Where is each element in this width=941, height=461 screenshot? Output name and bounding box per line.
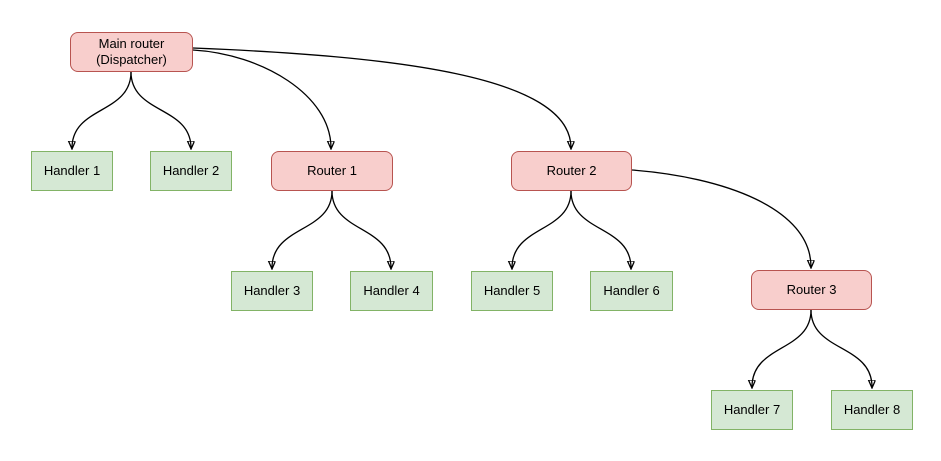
node-handler-4-label: Handler 4 bbox=[363, 283, 420, 298]
edge-main-to-handler1 bbox=[72, 71, 132, 148]
edge-router2-to-handler5 bbox=[512, 190, 572, 268]
node-router-2-label: Router 2 bbox=[546, 163, 597, 178]
edge-main-to-router1 bbox=[192, 49, 331, 148]
node-handler-4: Handler 4 bbox=[350, 271, 433, 311]
node-handler-6: Handler 6 bbox=[590, 271, 673, 311]
node-handler-2-label: Handler 2 bbox=[162, 163, 220, 178]
edge-main-to-handler2 bbox=[130, 71, 191, 148]
node-main-router-label: Main router (Dispatcher) bbox=[96, 36, 167, 67]
node-router-3-label: Router 3 bbox=[786, 282, 837, 297]
node-router-1: Router 1 bbox=[271, 151, 393, 191]
node-handler-5-label: Handler 5 bbox=[483, 283, 541, 298]
edge-main-to-router2 bbox=[192, 47, 571, 148]
node-handler-5: Handler 5 bbox=[471, 271, 553, 311]
node-handler-7-label: Handler 7 bbox=[723, 402, 781, 417]
node-router-2: Router 2 bbox=[511, 151, 632, 191]
node-handler-8-label: Handler 8 bbox=[843, 402, 901, 417]
node-handler-7: Handler 7 bbox=[711, 390, 793, 430]
node-router-1-label: Router 1 bbox=[307, 163, 357, 178]
edge-router3-to-handler7 bbox=[752, 309, 812, 387]
node-handler-3-label: Handler 3 bbox=[243, 283, 301, 298]
node-handler-2: Handler 2 bbox=[150, 151, 232, 191]
node-main-router: Main router (Dispatcher) bbox=[70, 32, 193, 72]
edge-router2-to-handler6 bbox=[570, 190, 631, 268]
node-handler-6-label: Handler 6 bbox=[603, 283, 660, 298]
edge-router2-to-router3 bbox=[631, 169, 811, 267]
node-handler-1: Handler 1 bbox=[31, 151, 113, 191]
node-handler-1-label: Handler 1 bbox=[43, 163, 101, 178]
edge-router1-to-handler3 bbox=[272, 190, 333, 268]
edge-router3-to-handler8 bbox=[810, 309, 872, 387]
node-handler-8: Handler 8 bbox=[831, 390, 913, 430]
node-handler-3: Handler 3 bbox=[231, 271, 313, 311]
edge-router1-to-handler4 bbox=[331, 190, 391, 268]
node-router-3: Router 3 bbox=[751, 270, 872, 310]
